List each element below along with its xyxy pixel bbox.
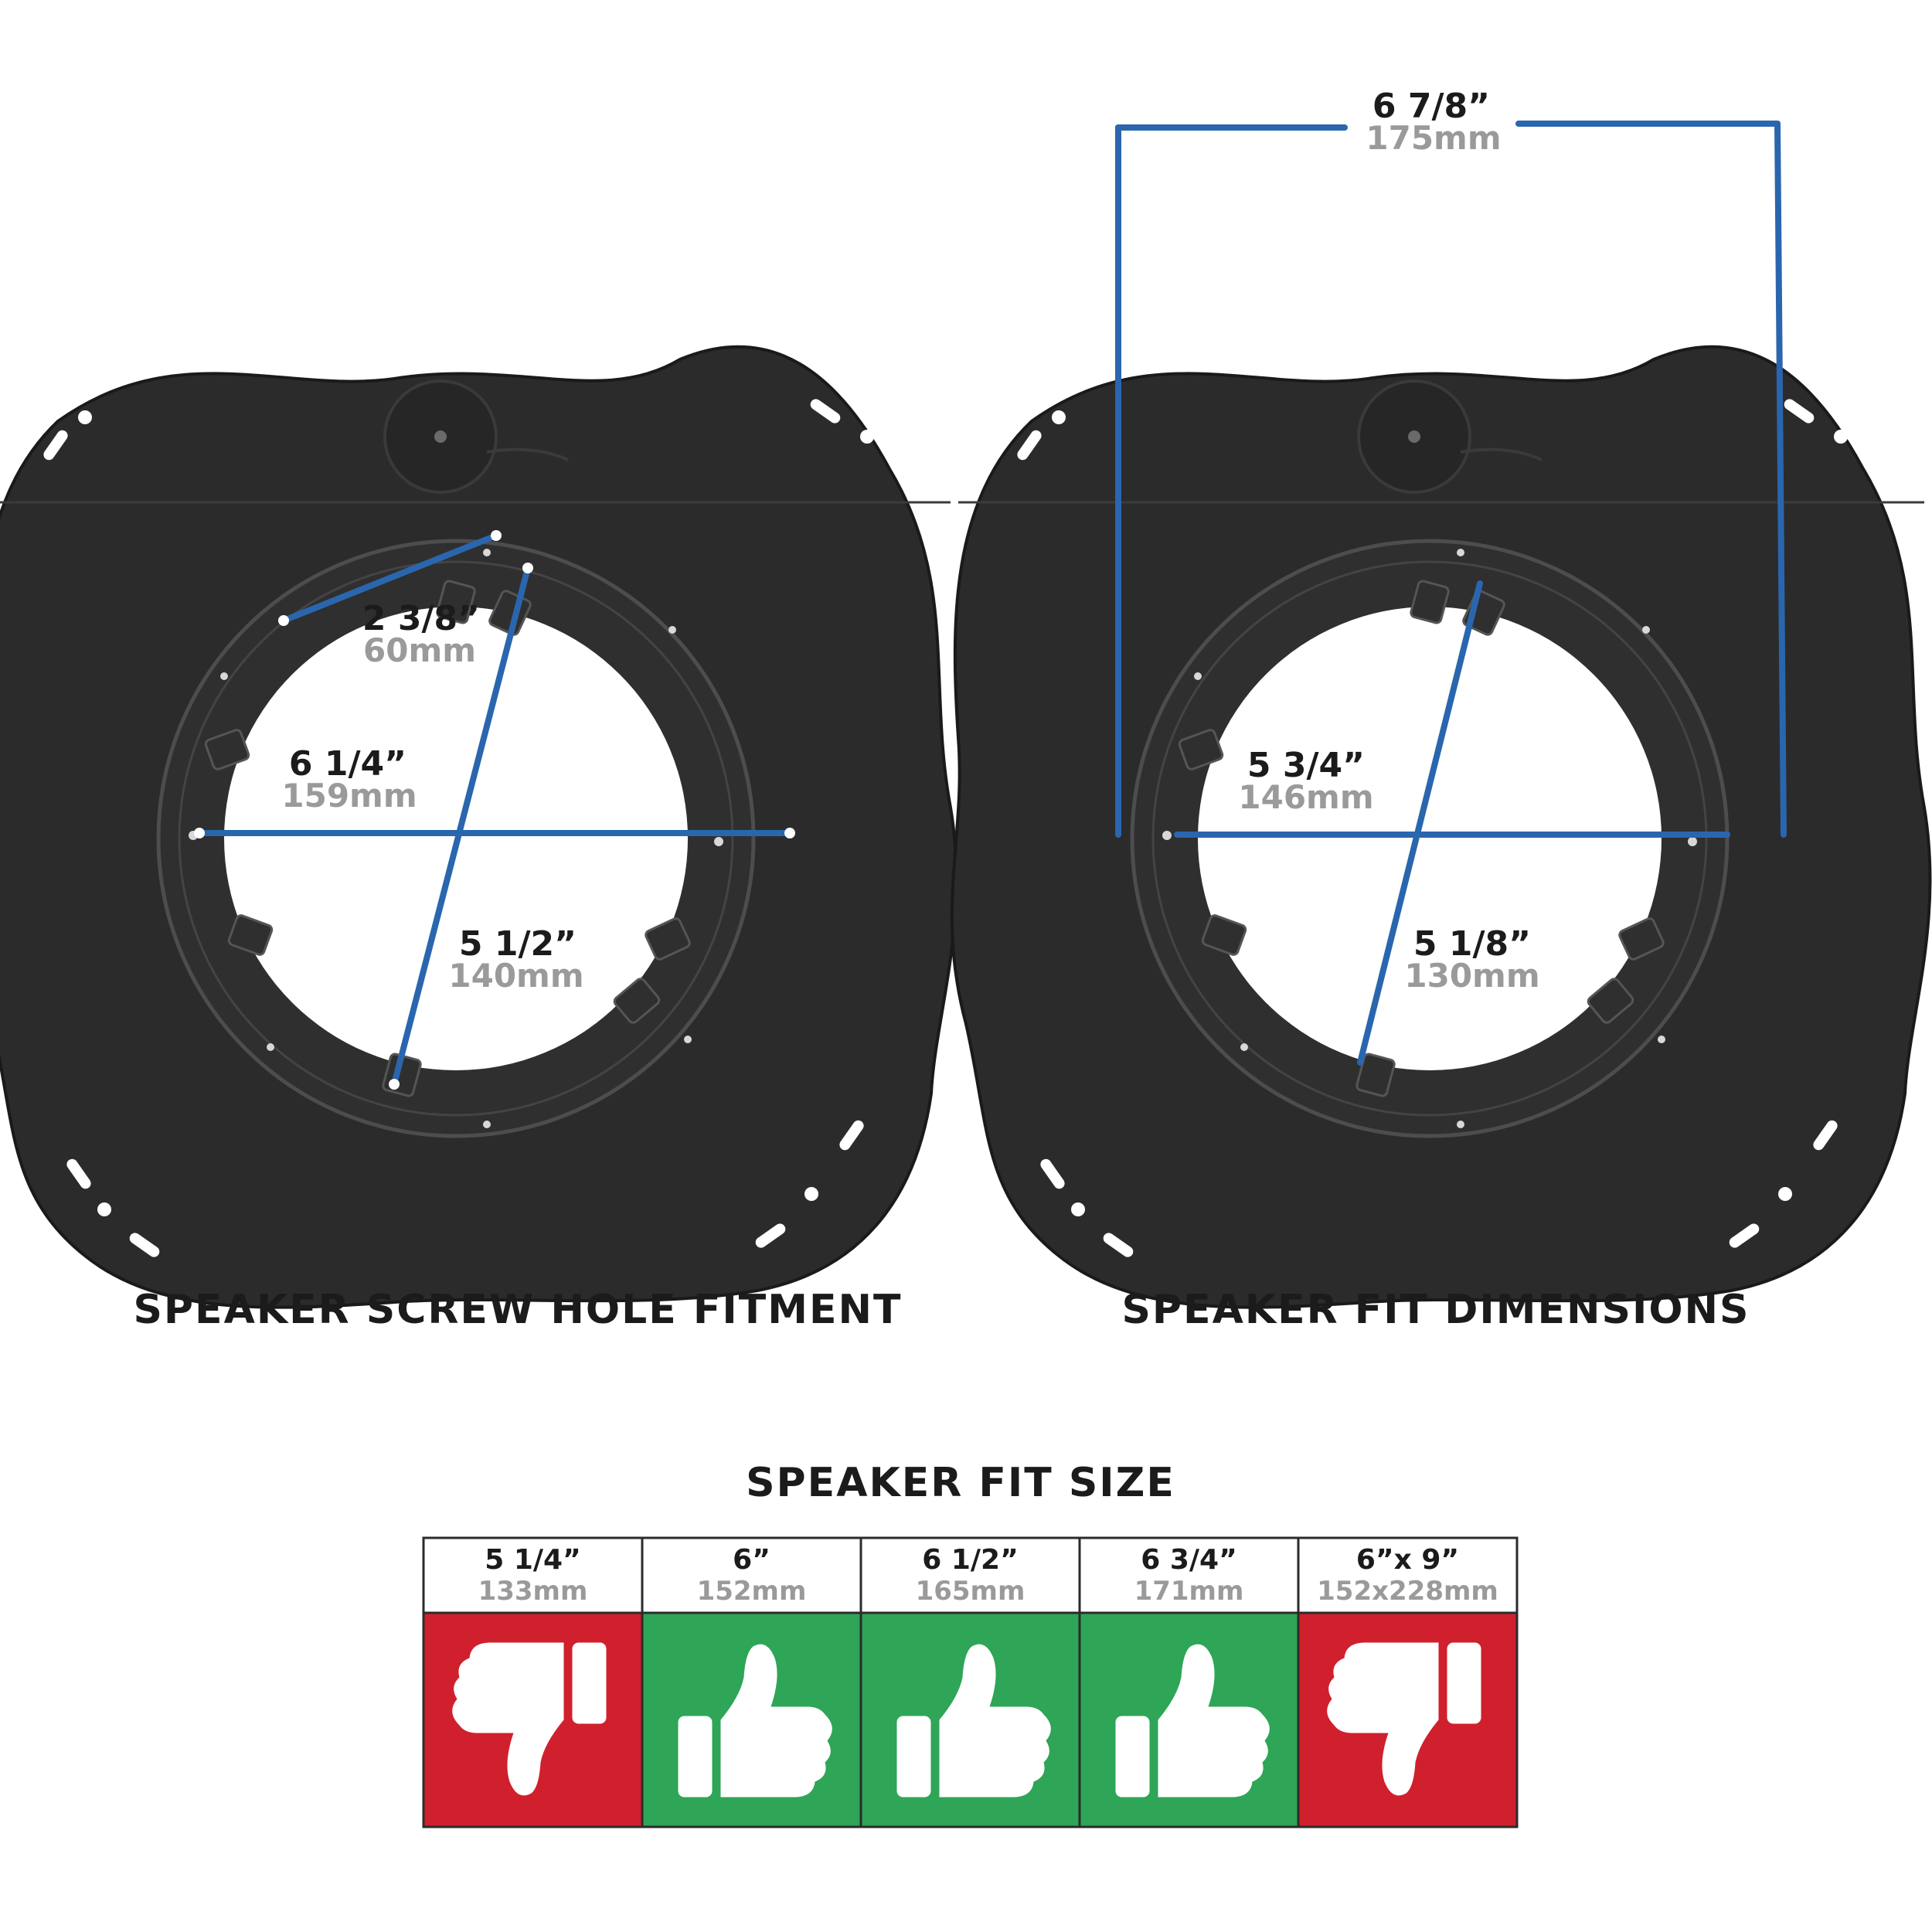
fit-column-5: 6”x 9”152x228mm xyxy=(1297,1536,1519,1828)
right-diagonal-inch: 5 1/8” xyxy=(1413,924,1531,964)
left-hole-spacing-mm: 60mm xyxy=(363,631,476,669)
left-horizontal-mm: 159mm xyxy=(281,777,417,815)
fit-column-2: 6”152mm xyxy=(641,1536,862,1828)
fit-header-cell xyxy=(1297,1536,1519,1614)
left-hole-spacing-line xyxy=(281,532,499,624)
fit-size-mm: 133mm xyxy=(478,1576,588,1607)
fit-size-inch: 6 1/2” xyxy=(922,1544,1019,1576)
left-bracket-photo xyxy=(0,347,957,1308)
fit-size-inch: 5 1/4” xyxy=(485,1544,581,1576)
right-top-width-inch: 6 7/8” xyxy=(1372,87,1490,126)
fit-size-inch: 6”x 9” xyxy=(1356,1544,1459,1576)
right-right-vertical-line xyxy=(1774,121,1787,838)
fit-header-cell xyxy=(641,1536,862,1614)
right-diagonal-line xyxy=(1357,580,1483,1066)
fit-size-inch: 6” xyxy=(733,1544,770,1576)
fit-size-mm: 165mm xyxy=(916,1576,1026,1607)
fit-column-4: 6 3/4”171mm xyxy=(1078,1536,1300,1828)
fit-column-1: 5 1/4”133mm xyxy=(422,1536,644,1828)
left-diagonal-mm: 140mm xyxy=(448,957,583,995)
left-hole-spacing-inch: 2 3/8” xyxy=(362,599,480,638)
fit-size-mm: 171mm xyxy=(1134,1576,1244,1607)
right-horizontal-mm: 146mm xyxy=(1238,778,1373,816)
left-measurement-lines xyxy=(194,530,795,1090)
fit-header-cell xyxy=(859,1536,1081,1614)
fit-column-3: 6 1/2”165mm xyxy=(859,1536,1081,1828)
left-horizontal-inch: 6 1/4” xyxy=(289,744,406,784)
right-diagonal-mm: 130mm xyxy=(1404,957,1539,995)
fit-size-mm: 152x228mm xyxy=(1317,1576,1498,1607)
left-diagonal-line xyxy=(391,565,531,1087)
fit-table-title: SPEAKER FIT SIZE xyxy=(746,1460,1175,1506)
right-top-width-mm: 175mm xyxy=(1366,119,1501,157)
fit-header-cell xyxy=(1078,1536,1300,1614)
fit-size-inch: 6 3/4” xyxy=(1141,1544,1237,1576)
left-panel-caption: SPEAKER SCREW HOLE FITMENT xyxy=(133,1287,902,1333)
fit-header-cell xyxy=(422,1536,644,1614)
right-horizontal-inch: 5 3/4” xyxy=(1247,746,1365,785)
right-measurement-lines xyxy=(1115,121,1787,1066)
right-panel-caption: SPEAKER FIT DIMENSIONS xyxy=(1121,1287,1750,1333)
left-diagonal-inch: 5 1/2” xyxy=(459,924,577,964)
fit-size-mm: 152mm xyxy=(697,1576,807,1607)
